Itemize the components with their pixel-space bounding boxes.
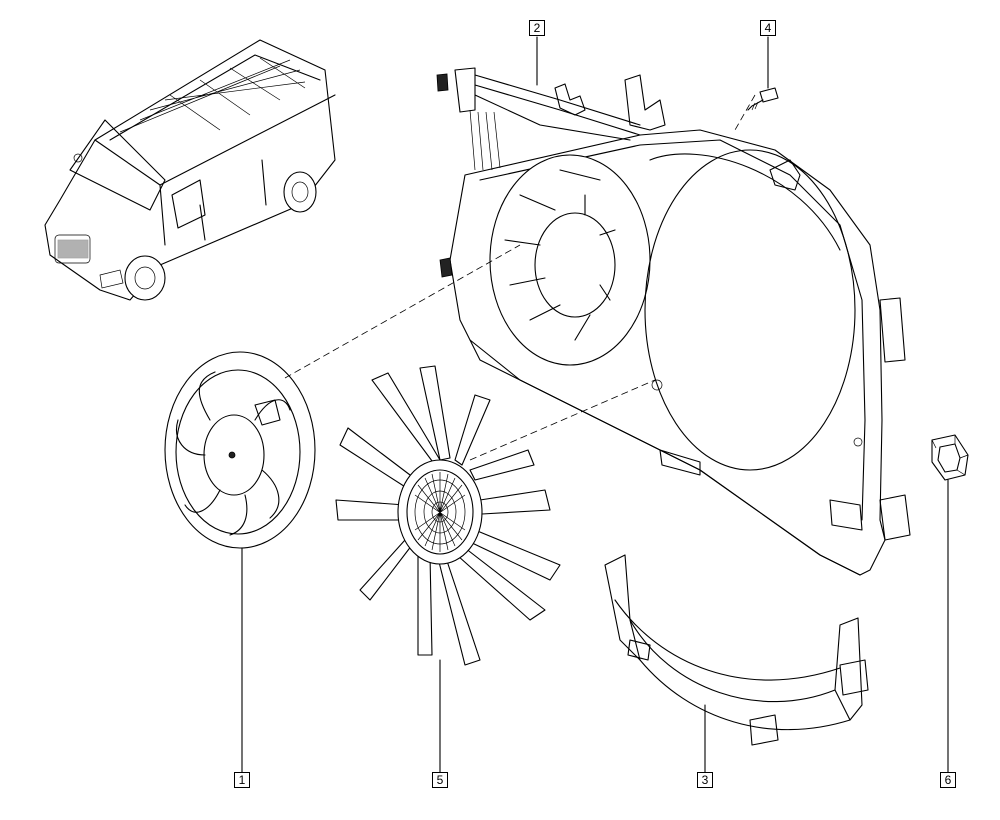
leader-lines [241,36,949,773]
part-5-viscous-fan [335,365,561,666]
part-6-grommet [931,434,969,481]
alignment-lines [284,94,756,461]
callout-3: 3 [697,772,713,788]
part-1-electric-fan [164,351,316,549]
callout-2: 2 [529,20,545,36]
callout-6: 6 [940,772,956,788]
part-3-lower-shroud [604,554,869,746]
callout-1: 1 [234,772,250,788]
callout-4: 4 [760,20,776,36]
callout-5: 5 [432,772,448,788]
vehicle-illustration [44,39,336,301]
part-4-bolt [747,87,779,111]
part-2-fan-shroud [436,67,911,576]
